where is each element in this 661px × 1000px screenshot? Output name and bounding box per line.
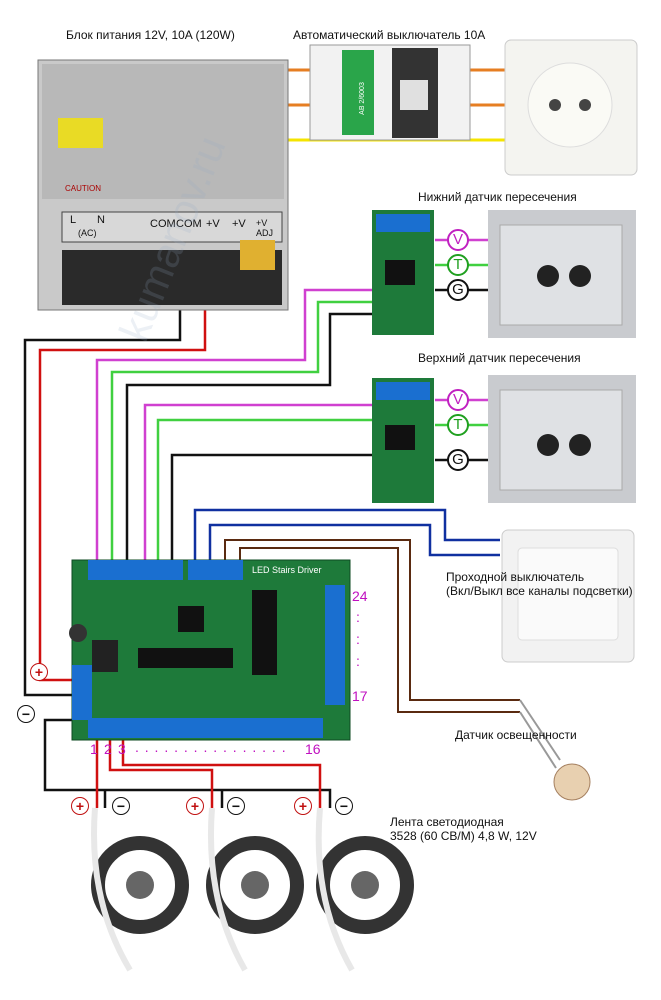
- pass-switch-subtitle: (Вкл/Выкл все каналы подсветки): [446, 584, 633, 598]
- upper-sensor-board: [372, 378, 434, 503]
- plus-symbol-strip-1: +: [71, 797, 89, 815]
- breaker-text: AB 2/6003: [358, 82, 366, 115]
- channel-3: 3: [118, 741, 126, 757]
- minus-symbol-strip-3: −: [335, 797, 353, 815]
- upper-sensor-title: Верхний датчик пересечения: [418, 351, 581, 365]
- power-supply: [37, 59, 289, 311]
- wire-switch-blue-2: [208, 523, 500, 560]
- psu-terminal-adj: +V ADJ: [256, 218, 274, 238]
- upper-badge-g: G: [447, 449, 469, 471]
- psu-terminal-n: N: [97, 214, 105, 226]
- strip-title: Лента светодиодная: [390, 815, 504, 829]
- lower-sensor-panel: [488, 210, 636, 338]
- psu-terminal-com2: COM: [176, 218, 202, 230]
- lower-badge-g: G: [447, 279, 469, 301]
- psu-terminal-l: L: [70, 214, 77, 226]
- pass-switch-title: Проходной выключатель: [446, 570, 585, 584]
- psu-terminal-v1: +V: [206, 218, 220, 230]
- psu-terminal-v2: +V: [232, 218, 246, 230]
- circuit-breaker: [309, 44, 471, 141]
- channel-vdots-2: :: [356, 631, 360, 647]
- wire-lightsensor-1: [224, 539, 520, 701]
- wire-strip-black: [43, 718, 332, 808]
- minus-symbol-board: −: [17, 705, 35, 723]
- lower-sensor-board: [372, 210, 434, 335]
- channel-16: 16: [305, 741, 321, 757]
- plus-symbol-strip-3: +: [294, 797, 312, 815]
- upper-sensor-panel: [488, 375, 636, 503]
- wire-strip2-red: [108, 740, 214, 808]
- channel-24: 24: [352, 588, 368, 604]
- power-socket: [504, 39, 638, 176]
- wire-upper-t: [156, 418, 395, 565]
- minus-symbol-strip-2: −: [227, 797, 245, 815]
- light-sensor: [519, 699, 591, 801]
- strip-subtitle: 3528 (60 СВ/М) 4,8 W, 12V: [390, 829, 537, 843]
- wire-lower-t: [110, 300, 395, 565]
- wire-lower-v: [95, 288, 395, 565]
- channel-1: 1: [90, 741, 98, 757]
- wire-psu-red: [38, 290, 207, 682]
- driver-board: [69, 559, 351, 741]
- board-name: LED Stairs Driver: [252, 565, 322, 575]
- upper-badge-v: V: [447, 389, 469, 411]
- pass-switch: [501, 529, 635, 663]
- wire-lower-g: [125, 312, 395, 565]
- wire-switch-blue-1: [193, 508, 500, 560]
- wire-upper-v: [143, 403, 395, 565]
- plus-symbol-board: +: [30, 663, 48, 681]
- psu-terminal-ac: (AC): [78, 228, 97, 238]
- light-sensor-title: Датчик освещенности: [455, 728, 577, 742]
- channel-vdots-1: :: [356, 609, 360, 625]
- lower-badge-t: T: [447, 254, 469, 276]
- minus-symbol-strip-1: −: [112, 797, 130, 815]
- wire-lightsensor-2: [239, 547, 520, 713]
- wire-psu-black: [23, 290, 182, 697]
- led-strip-reel-2: [206, 807, 304, 972]
- channel-dots: . . . . . . . . . . . . . . . .: [135, 739, 287, 755]
- psu-caution: CAUTION: [65, 184, 101, 193]
- channel-vdots-3: :: [356, 653, 360, 669]
- channel-17: 17: [352, 688, 368, 704]
- led-strip-reel-3: [315, 807, 414, 972]
- plus-symbol-strip-2: +: [186, 797, 204, 815]
- psu-title: Блок питания 12V, 10A (120W): [66, 28, 235, 42]
- wire-upper-g: [170, 453, 395, 565]
- breaker-title: Автоматический выключатель 10А: [293, 28, 486, 42]
- psu-terminal-com1: COM: [150, 218, 176, 230]
- upper-badge-t: T: [447, 414, 469, 436]
- wire-strip3-red: [121, 740, 322, 808]
- lower-sensor-title: Нижний датчик пересечения: [418, 190, 577, 204]
- led-strip-reel-1: [91, 807, 189, 972]
- channel-2: 2: [104, 741, 112, 757]
- lower-badge-v: V: [447, 229, 469, 251]
